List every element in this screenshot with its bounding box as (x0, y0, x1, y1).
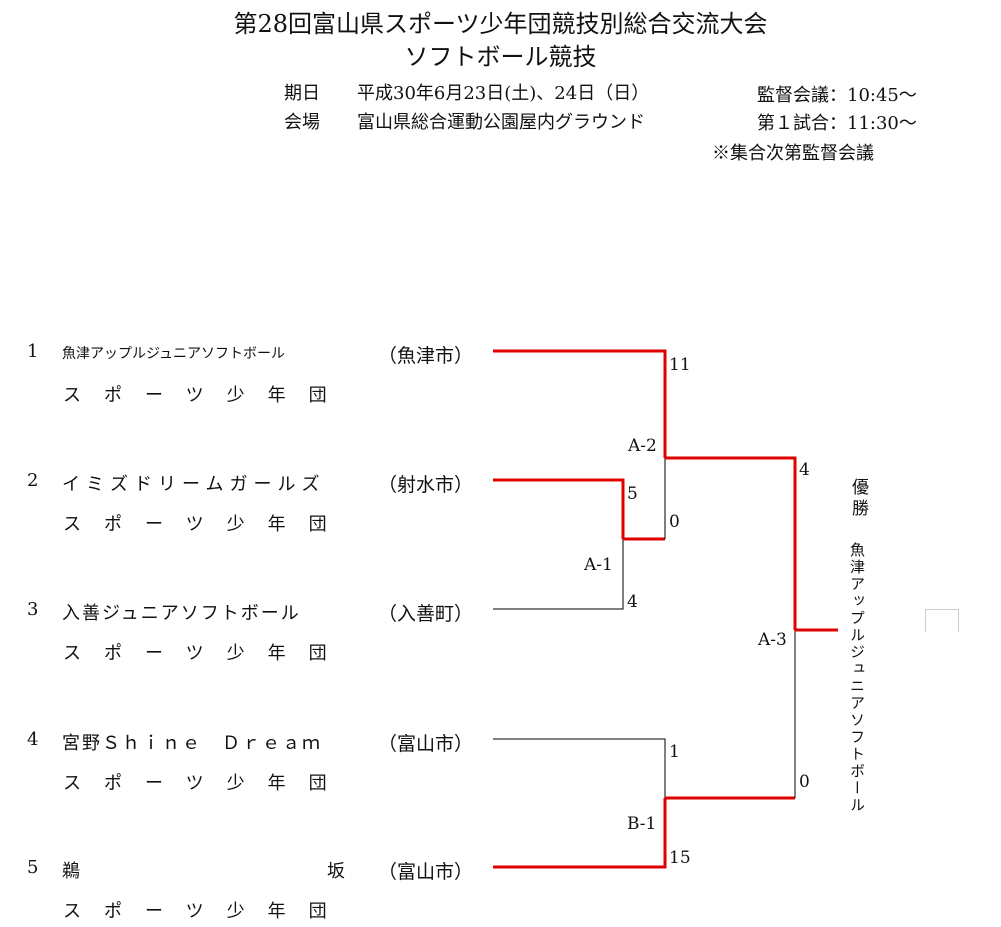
score-a3-bottom: 0 (799, 772, 810, 792)
team-subname: スポーツ少年団 (63, 773, 350, 794)
score-b1-top: 1 (669, 742, 680, 762)
assembly-note: ※集合次第監督会議 (712, 143, 874, 164)
date-value: 平成30年6月23日(土)、24日（日） (357, 83, 650, 104)
venue-label: 会場 (284, 112, 320, 133)
team-subname: スポーツ少年団 (63, 514, 350, 535)
bracket-line-team5 (493, 798, 667, 869)
tournament-subtitle: ソフトボール競技 (404, 43, 597, 71)
team-city: （魚津市） (378, 345, 474, 367)
champion-team: 魚津アップルジュニアソフトボール (848, 542, 866, 814)
match-label-a3: A-3 (758, 630, 787, 650)
score-a1-bottom: 4 (627, 592, 638, 612)
score-a1-top: 5 (627, 484, 638, 504)
venue-value: 富山県総合運動公園屋内グラウンド (357, 112, 645, 133)
score-a3-top: 4 (799, 460, 810, 480)
date-label: 期日 (284, 83, 320, 104)
team-subname: スポーツ少年団 (63, 385, 350, 406)
team-city: （富山市） (378, 733, 474, 755)
team-name-first-char: 鵜 (62, 861, 80, 882)
team-city: （富山市） (378, 861, 474, 883)
team-subname: スポーツ少年団 (63, 643, 350, 664)
team-city: （入善町） (378, 603, 474, 625)
match-label-a1: A-1 (584, 555, 613, 575)
team-name: 魚津アップルジュニアソフトボール (62, 346, 286, 362)
score-a2-top: 11 (669, 355, 691, 375)
team-number: 2 (27, 470, 39, 491)
team-name: イミズドリームガールズ (62, 474, 326, 495)
team-city: （射水市） (378, 474, 474, 496)
team-number: 5 (27, 857, 39, 878)
bracket-line-a2-winner (665, 456, 797, 630)
team-name-last-char: 坂 (327, 861, 345, 882)
bracket-line-team1 (493, 349, 667, 458)
manager-meeting-time: 監督会議：10:45～ (757, 85, 917, 106)
tournament-title: 第28回富山県スポーツ少年団競技別総合交流大会 (233, 10, 768, 38)
team-number: 4 (27, 729, 39, 750)
score-b1-bottom: 15 (669, 848, 691, 868)
champion-label: 優勝 (848, 478, 868, 520)
decorative-box (925, 609, 959, 632)
bracket-line-team2 (493, 478, 625, 539)
team-number: 1 (27, 341, 39, 362)
first-game-time: 第１試合：11:30～ (757, 113, 917, 134)
team-subname: スポーツ少年団 (63, 901, 350, 922)
score-a2-bottom: 0 (669, 512, 680, 532)
match-label-a2: A-2 (628, 436, 657, 456)
team-name: 入善ジュニアソフトボール (62, 603, 301, 624)
bracket-line-team3 (493, 539, 624, 610)
bracket-line-team4 (493, 738, 666, 798)
team-name: 宮野Ｓｈｉｎｅ Ｄｒｅａｍ (62, 733, 322, 754)
team-number: 3 (27, 599, 39, 620)
match-label-b1: B-1 (627, 814, 657, 834)
